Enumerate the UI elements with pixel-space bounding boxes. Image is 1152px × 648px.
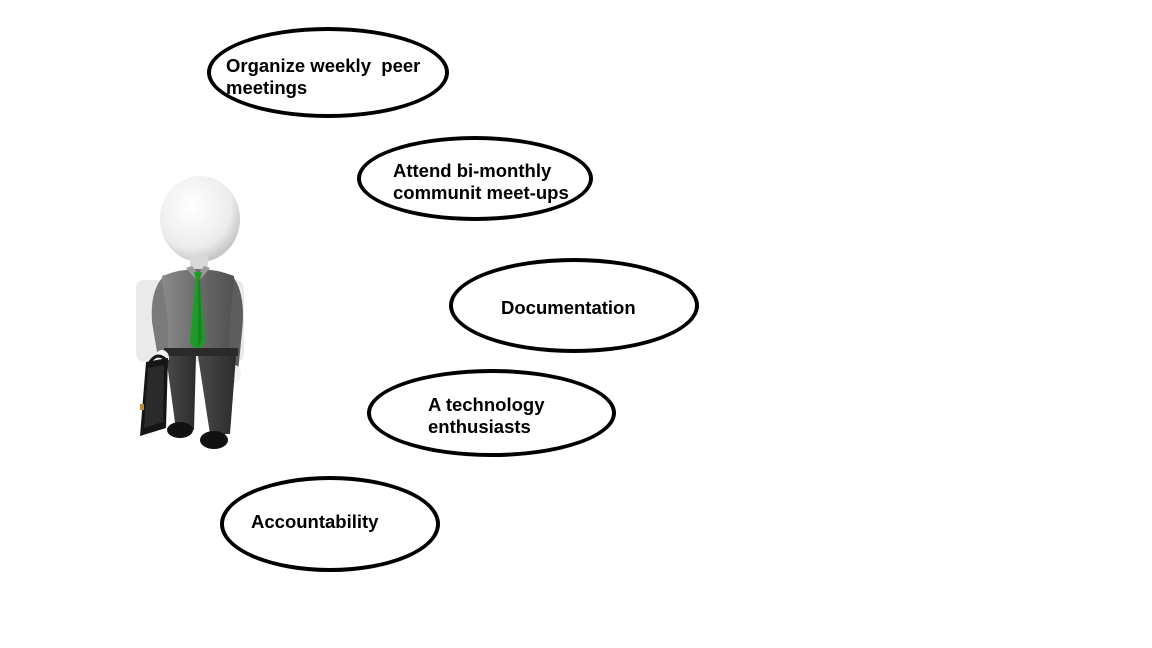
- bubble-community-meetups: Attend bi-monthly communit meet-ups: [357, 136, 593, 221]
- bubble-accountability: Accountability: [220, 476, 440, 572]
- bubble-label: Attend bi-monthly communit meet-ups: [393, 160, 569, 203]
- businessman-with-briefcase-icon: [136, 176, 244, 449]
- bubble-label: Organize weekly peer meetings: [226, 55, 421, 98]
- bubble-label: Accountability: [251, 511, 379, 532]
- bubble-label: Documentation: [501, 297, 636, 318]
- bubble-organize-meetings: Organize weekly peer meetings: [207, 27, 449, 118]
- bubble-label: A technology enthusiasts: [428, 394, 545, 437]
- bubble-documentation: Documentation: [449, 258, 699, 353]
- bubble-technology-enthusiasts: A technology enthusiasts: [367, 369, 616, 457]
